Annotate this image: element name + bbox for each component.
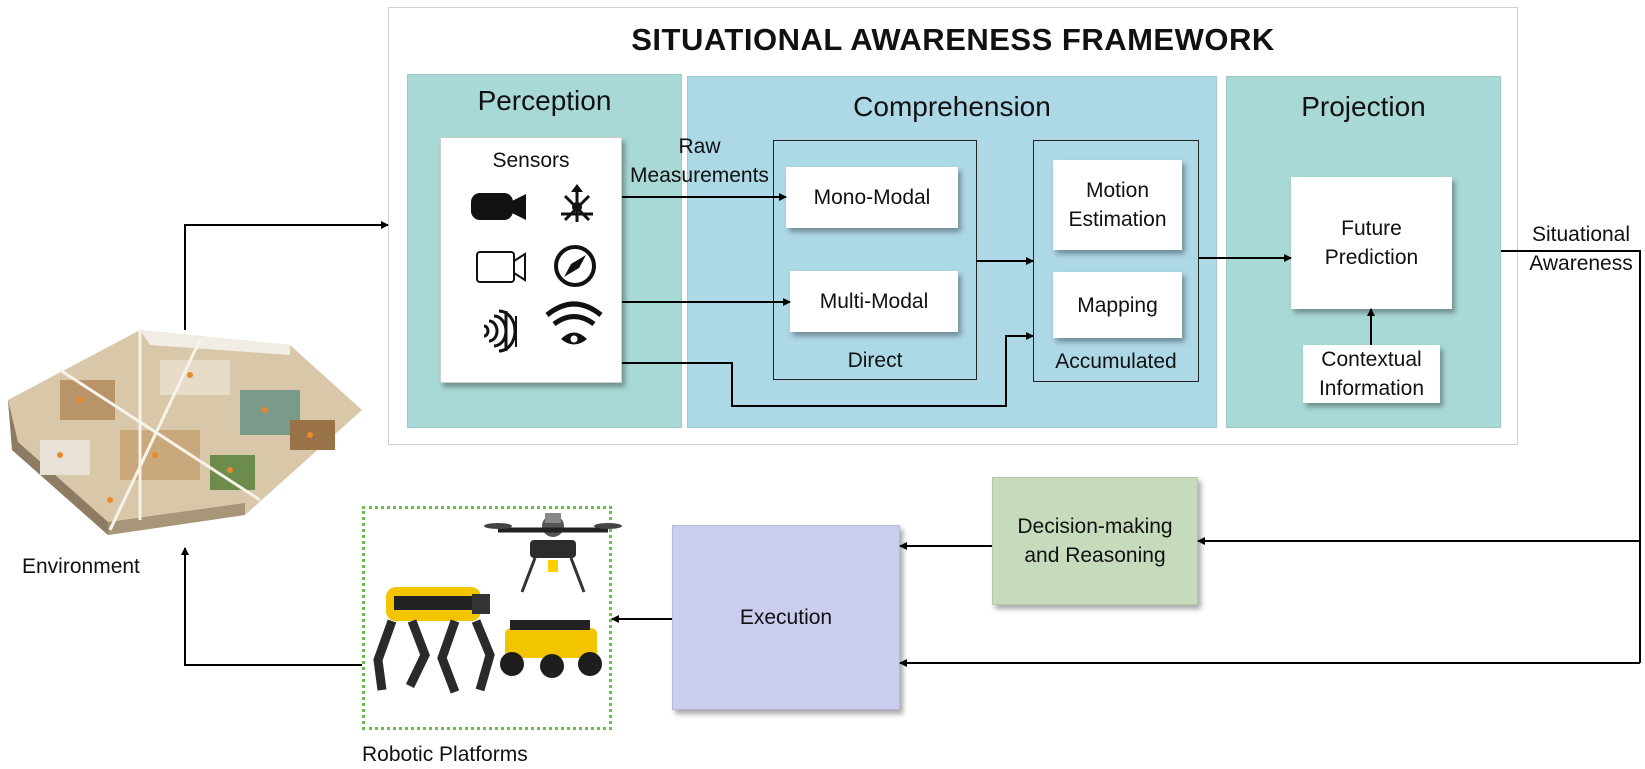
raw-measurements-label: Raw Measurements	[630, 135, 769, 187]
situational-awareness-label: Situational Awareness	[1529, 223, 1633, 275]
direct-label: Direct	[847, 349, 903, 372]
sensors-box	[440, 137, 622, 383]
motion-estimation-box: Motion Estimation	[1053, 160, 1182, 250]
rfid-icon	[483, 309, 517, 353]
perception-title: Perception	[477, 85, 612, 116]
accumulated-label: Accumulated	[1055, 350, 1177, 373]
robotic-platforms-label: Robotic Platforms	[362, 743, 528, 766]
framework-title: SITUATIONAL AWARENESS FRAMEWORK	[631, 22, 1275, 57]
camera-outline-icon	[476, 251, 526, 283]
arrow-robots-to-environment	[181, 547, 362, 666]
comprehension-panel	[687, 76, 1217, 428]
multi-modal-box: Multi-Modal	[790, 271, 958, 332]
execution-box: Execution	[672, 525, 900, 710]
decision-making-box: Decision-making and Reasoning	[992, 477, 1198, 605]
compass-icon	[554, 245, 596, 287]
arrow-environment-to-framework	[184, 221, 389, 330]
mapping-box: Mapping	[1053, 272, 1182, 338]
sensors-label: Sensors	[492, 149, 570, 172]
wifi-eye-icon	[545, 301, 603, 345]
contextual-information-box: Contextual Information	[1303, 345, 1440, 403]
direct-group	[773, 140, 977, 380]
environment-label: Environment	[22, 555, 140, 578]
mono-modal-box: Mono-Modal	[786, 167, 958, 228]
environment-floorplan-image	[8, 330, 362, 535]
comprehension-title: Comprehension	[853, 91, 1051, 122]
projection-title: Projection	[1301, 91, 1426, 122]
line-situational-output	[1501, 250, 1641, 663]
imu-icon	[561, 184, 593, 222]
drone-image	[484, 513, 622, 593]
future-prediction-box: Future Prediction	[1291, 177, 1452, 309]
arrow-sensors-to-accumulated	[622, 332, 1034, 407]
quadruped-robot-image	[373, 587, 495, 694]
camera-solid-icon	[471, 193, 526, 220]
ground-rover-image	[500, 620, 602, 678]
